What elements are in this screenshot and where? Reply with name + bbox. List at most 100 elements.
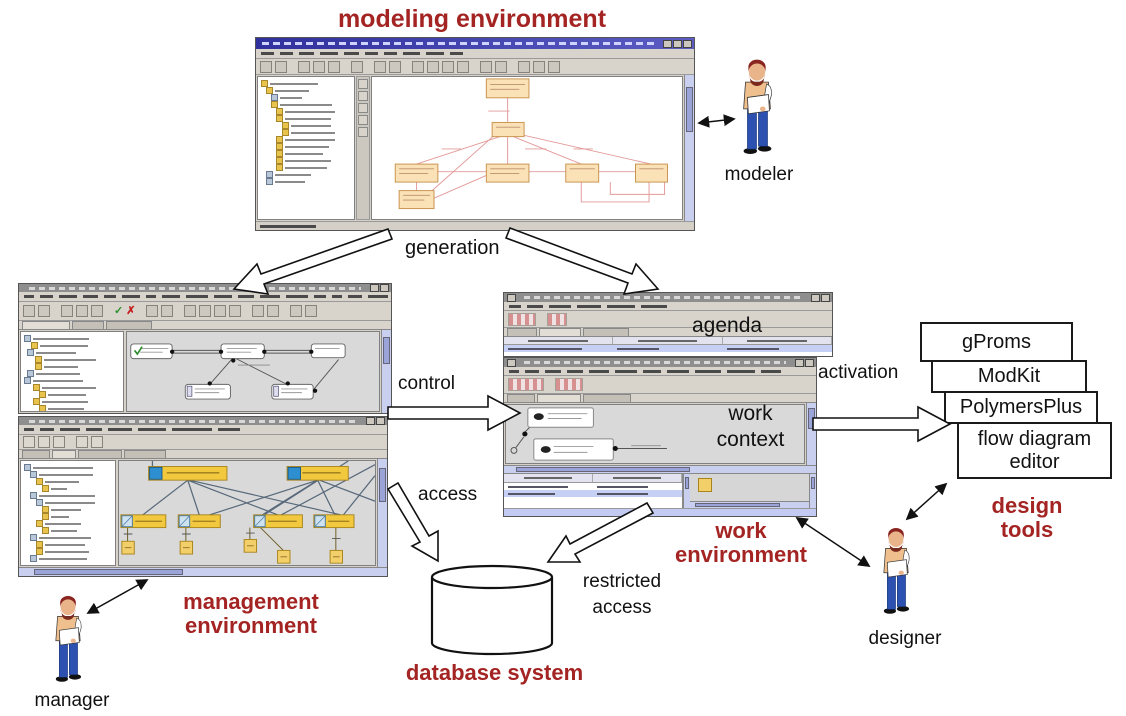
agenda-table-header — [504, 337, 832, 345]
modeler-label: modeler — [724, 164, 794, 185]
modeling-window-tool-strip — [356, 76, 370, 220]
agenda-label: agenda — [692, 314, 763, 337]
restricted-access-line1: restricted — [582, 571, 662, 592]
work-context-line2: context — [716, 428, 785, 452]
manager-figure — [48, 589, 88, 689]
management-workflow-titlebar — [19, 284, 391, 292]
access-label: access — [418, 484, 478, 505]
window-icon — [507, 293, 516, 302]
management-network-menubar — [19, 425, 387, 435]
activation-arrow — [812, 405, 952, 443]
work-context-menubar — [504, 367, 816, 376]
management-environment-label: management environment — [156, 590, 346, 638]
work-context-statusbar — [504, 508, 816, 516]
close-button — [805, 358, 814, 367]
work-context-toolbar — [504, 376, 816, 394]
modeling-window-menubar — [256, 49, 694, 59]
control-arrow — [387, 394, 522, 432]
management-network-hscrollbar — [19, 567, 387, 576]
management-workflow-vscrollbar — [381, 330, 391, 413]
modeling-window-tree-panel — [257, 76, 355, 220]
management-environment-line1: management — [183, 589, 319, 614]
design-tool-card-gproms: gProms — [920, 322, 1073, 362]
agenda-window — [503, 292, 833, 357]
manager-link-arrow — [86, 579, 149, 614]
document-table — [504, 474, 683, 508]
management-environment-line2: environment — [184, 612, 318, 638]
management-network-titlebar — [19, 417, 387, 425]
management-workflow-toolbar: ✓ ✗ — [19, 302, 391, 321]
control-label: control — [398, 373, 456, 394]
minimize-button — [366, 417, 375, 425]
designer-figure — [876, 521, 916, 621]
management-workflow-canvas — [126, 331, 380, 412]
activation-label: activation — [818, 362, 899, 383]
work-environment-label: work environment — [651, 519, 831, 567]
work-context-canvas — [505, 404, 805, 464]
cancel-cross-icon: ✗ — [126, 305, 136, 317]
confirm-check-icon: ✓ — [114, 305, 124, 317]
design-tool-name: gProms — [962, 330, 1031, 353]
document-preview-vscrollbar — [809, 474, 816, 508]
management-workflow-menubar — [19, 292, 391, 302]
restricted-access-label: restricted access — [560, 569, 684, 620]
work-context-hscrollbar — [504, 465, 816, 473]
generation-label: generation — [405, 237, 500, 259]
close-button — [380, 284, 389, 292]
modeling-window-title-text — [262, 42, 658, 45]
agenda-menubar — [504, 302, 832, 311]
modeling-environment-label: modeling environment — [337, 5, 607, 33]
management-workflow-tabs — [19, 321, 391, 330]
management-network-toolbar — [19, 435, 387, 450]
agenda-titlebar — [504, 293, 832, 302]
management-network-canvas — [118, 460, 376, 566]
document-table-vscrollbar — [683, 474, 690, 508]
modeler-figure — [735, 56, 779, 158]
design-tool-card-modkit: ModKit — [931, 360, 1087, 393]
management-network-tabs — [19, 450, 387, 459]
workflow-diagram — [130, 343, 346, 400]
modeling-window-vscrollbar — [684, 75, 694, 221]
design-tool-card-flow-diagram-editor: flow diagram editor — [957, 422, 1112, 479]
close-button — [683, 39, 692, 48]
designer-label: designer — [868, 628, 942, 649]
design-tools-line1: design — [991, 493, 1063, 518]
document-preview-panel — [690, 474, 809, 508]
agenda-tabs — [504, 328, 832, 337]
window-icon — [507, 358, 516, 367]
close-button — [821, 293, 830, 302]
minimize-button — [811, 293, 820, 302]
agenda-toolbar — [504, 311, 832, 328]
modeling-environment-window — [255, 37, 695, 231]
work-context-diagram — [510, 407, 667, 461]
minimize-button — [795, 358, 804, 367]
minimize-button — [663, 39, 672, 48]
management-workflow-tree-panel — [20, 331, 124, 412]
design-tool-card-polymersplus: PolymersPlus — [944, 391, 1098, 424]
work-context-line1: work — [728, 402, 773, 425]
database-system-label: database system — [405, 660, 584, 685]
maximize-button — [673, 39, 682, 48]
work-context-titlebar — [504, 358, 816, 367]
modeling-window-statusbar — [256, 221, 694, 230]
close-button — [376, 417, 385, 425]
design-tools-label: design tools — [952, 494, 1102, 542]
modeler-link-arrow — [697, 114, 736, 128]
uml-class-diagram — [394, 78, 668, 210]
generation-arrow-right — [504, 226, 660, 295]
management-network-tree-panel — [20, 460, 116, 566]
model-network-diagram — [120, 461, 375, 564]
design-tool-name: ModKit — [977, 365, 1041, 387]
restricted-access-line2: access — [592, 596, 652, 618]
database-cylinder — [430, 564, 554, 656]
work-context-window — [503, 357, 817, 517]
management-network-window — [18, 416, 388, 577]
design-tool-name: flow diagram editor — [977, 427, 1092, 473]
designer-tools-link-arrow — [905, 482, 948, 521]
design-tools-line2: tools — [1000, 516, 1054, 542]
management-workflow-window: ✓ ✗ — [18, 283, 392, 414]
design-tool-name: PolymersPlus — [959, 396, 1083, 418]
work-environment-line1: work — [715, 518, 767, 543]
agenda-table-row — [504, 345, 832, 352]
